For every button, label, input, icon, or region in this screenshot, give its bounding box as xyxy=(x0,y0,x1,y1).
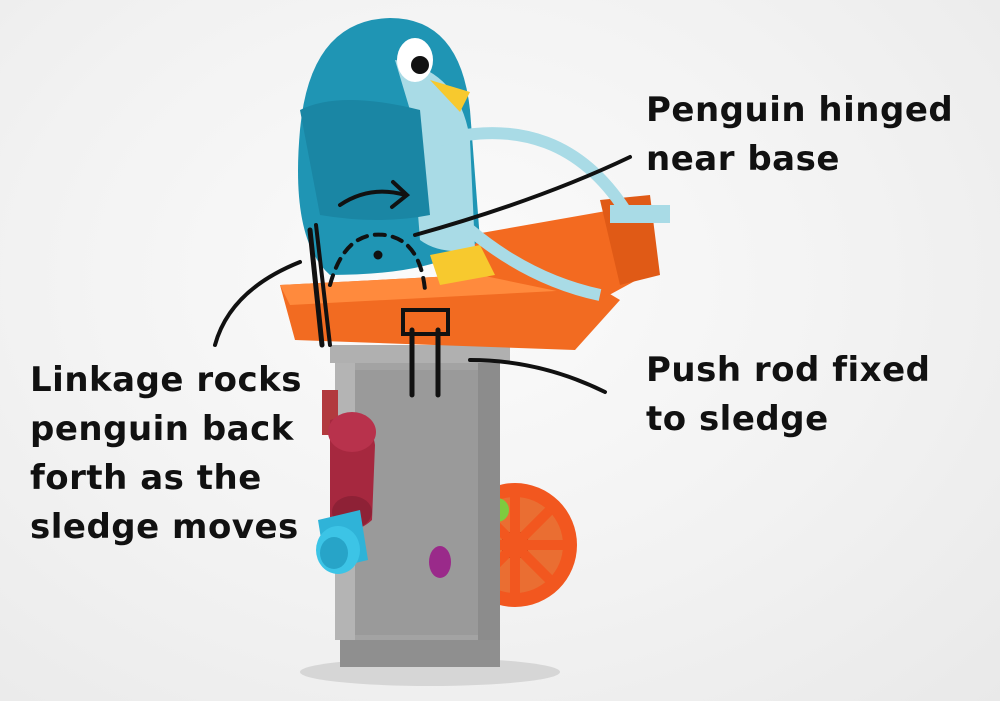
callout-line: Push rod fixed xyxy=(646,350,931,390)
handle xyxy=(316,510,368,574)
tower-base-plate xyxy=(340,635,500,667)
callout-line: Linkage rocks xyxy=(30,360,302,400)
callout-line: near base xyxy=(646,139,840,179)
callout-push-rod: Push rod fixed to sledge xyxy=(646,346,930,444)
penguin xyxy=(298,18,670,301)
callout-line: to sledge xyxy=(646,399,829,439)
callout-line: Penguin hinged xyxy=(646,90,954,130)
callout-line: penguin back xyxy=(30,409,294,449)
callout-linkage: Linkage rocks penguin back forth as the … xyxy=(30,356,302,552)
callout-line: forth as the xyxy=(30,458,262,498)
callout-line: sledge moves xyxy=(30,507,299,547)
annotation-ink xyxy=(213,155,632,398)
callout-penguin-hinged: Penguin hinged near base xyxy=(646,86,953,184)
purple-button xyxy=(429,546,451,578)
